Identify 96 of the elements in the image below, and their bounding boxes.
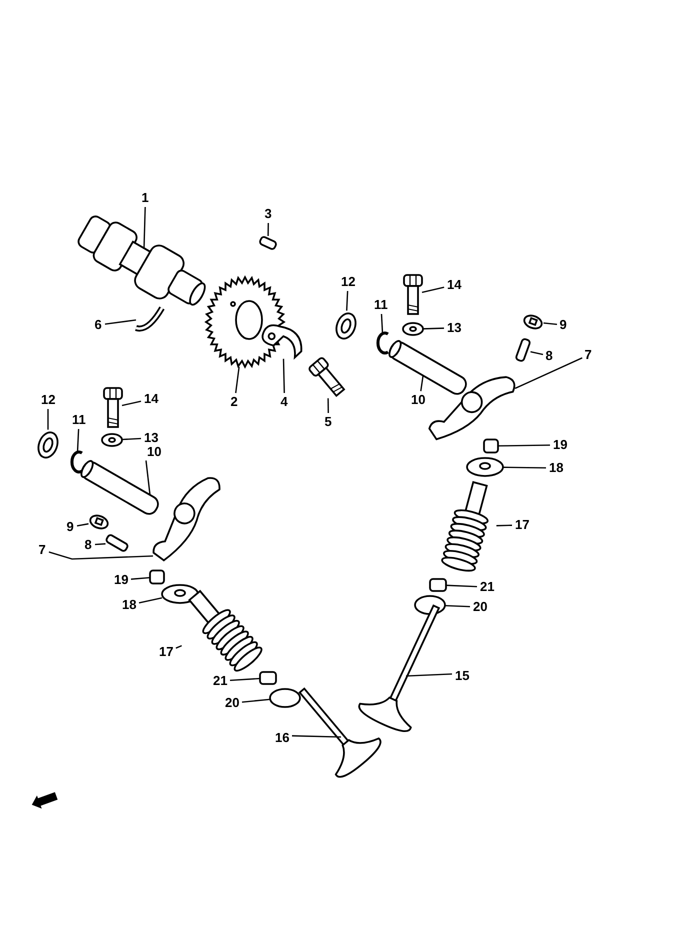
- leader-line: [514, 357, 582, 389]
- callout-number: 19: [113, 573, 130, 587]
- valve-cotter: [259, 671, 277, 685]
- callout-number: 17: [514, 518, 530, 532]
- sprocket: [204, 275, 286, 369]
- leader-line: [292, 735, 342, 738]
- leader-line: [406, 673, 452, 677]
- callout-number: 21: [212, 674, 228, 688]
- nut: [523, 314, 543, 330]
- callout-number: 9: [66, 520, 75, 534]
- washer: [101, 433, 123, 447]
- valve-cap: [483, 438, 499, 454]
- callout-number: 5: [324, 415, 333, 429]
- callout-number: 20: [224, 696, 240, 710]
- leader-line: [47, 409, 49, 430]
- valve-cap: [149, 570, 165, 584]
- callout-number: 10: [410, 393, 426, 407]
- callout-number: 1: [140, 191, 150, 205]
- clip: [135, 306, 165, 332]
- circlip: [70, 450, 83, 474]
- callout-number: 17: [158, 645, 174, 659]
- leader-line: [235, 366, 240, 394]
- rocker-arm: [152, 477, 220, 562]
- rocker-arm: [428, 376, 516, 440]
- leader-line: [48, 551, 154, 560]
- leader-line: [138, 597, 162, 604]
- valve: [298, 687, 382, 778]
- spring-seat: [269, 688, 301, 708]
- callout-number: 7: [584, 348, 593, 362]
- leader-line: [76, 428, 80, 452]
- nut: [89, 514, 109, 530]
- leader-line: [496, 524, 512, 526]
- washer: [38, 432, 58, 458]
- leader-line: [76, 523, 89, 527]
- valve-spring: [188, 590, 262, 672]
- leader-line: [422, 328, 444, 330]
- callout-number: 14: [143, 392, 160, 406]
- callout-number: 2: [230, 395, 239, 409]
- callout-number: 12: [40, 393, 56, 407]
- callout-number: 20: [472, 600, 488, 614]
- leader-line: [145, 460, 151, 496]
- callout-number: 16: [274, 731, 290, 745]
- leader-line: [444, 604, 470, 608]
- leader-line: [422, 286, 444, 294]
- dowel-pin: [258, 235, 278, 251]
- circlip: [376, 332, 389, 354]
- leader-line: [543, 322, 558, 326]
- leader-line: [104, 319, 136, 325]
- leader-line: [176, 645, 182, 649]
- callout-number: 8: [544, 349, 554, 363]
- leader-line: [122, 400, 142, 406]
- leader-line: [420, 376, 424, 392]
- valve: [358, 604, 440, 732]
- callout-number: 11: [71, 413, 87, 427]
- valve-cotter: [429, 578, 447, 592]
- callout-number: 3: [264, 207, 273, 221]
- callout-number: 12: [340, 275, 356, 289]
- leader-line: [446, 584, 478, 588]
- callout-number: 13: [143, 431, 160, 445]
- leader-line: [242, 698, 270, 703]
- valve-spring: [441, 481, 489, 572]
- leader-line: [503, 466, 546, 469]
- bolt: [103, 387, 123, 428]
- spring-retainer: [466, 457, 504, 477]
- camshaft: [75, 213, 206, 306]
- callout-number: 7: [38, 543, 47, 557]
- leader-line: [94, 543, 106, 546]
- leader-line: [143, 206, 146, 250]
- leader-line: [498, 444, 550, 447]
- callout-number: 10: [146, 445, 162, 459]
- adjusting-screw: [514, 337, 532, 363]
- lock-plate: [262, 324, 302, 358]
- callout-number: 18: [548, 461, 564, 475]
- callout-number: 21: [479, 580, 496, 594]
- washer: [402, 322, 424, 336]
- callout-number: 4: [280, 395, 289, 409]
- leader-line: [346, 290, 348, 311]
- callout-number: 19: [552, 438, 568, 452]
- leader-line: [327, 398, 329, 413]
- callout-number: 6: [94, 318, 103, 332]
- leader-line: [380, 314, 384, 334]
- bolt: [307, 356, 346, 398]
- callout-number: 18: [121, 598, 138, 612]
- callout-number: 11: [373, 298, 389, 312]
- callout-number: 8: [84, 538, 93, 552]
- leader-line: [230, 678, 260, 682]
- callout-number: 9: [558, 318, 568, 332]
- leader-line: [130, 576, 150, 580]
- bolt: [403, 274, 423, 315]
- callout-number: 14: [446, 278, 462, 292]
- leader-line: [530, 351, 544, 356]
- callout-number: 13: [446, 321, 462, 335]
- washer: [336, 312, 356, 340]
- leader-line: [122, 438, 142, 440]
- leader-line: [267, 223, 269, 236]
- callout-number: 15: [454, 669, 470, 683]
